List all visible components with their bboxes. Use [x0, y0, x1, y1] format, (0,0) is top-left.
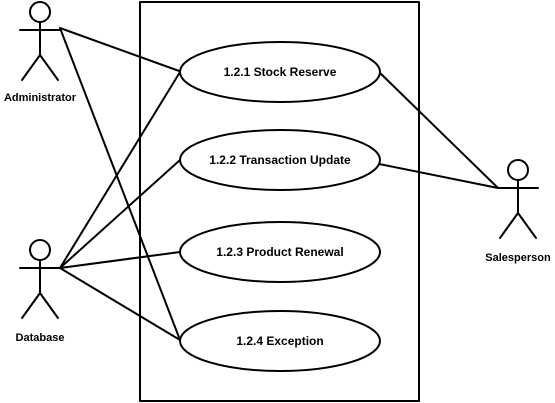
stick-figure-icon — [19, 1, 61, 81]
assoc-database-transaction-update — [59, 159, 181, 269]
use-case-stock-reserve[interactable]: 1.2.1 Stock Reserve — [179, 41, 381, 103]
use-case-label: 1.2.4 Exception — [236, 334, 323, 348]
actor-label: Database — [16, 332, 65, 344]
assoc-administrator-exception — [59, 27, 181, 341]
actor-administrator[interactable]: Administrator — [4, 1, 77, 104]
stick-figure-icon — [497, 159, 539, 239]
use-case-transaction-update[interactable]: 1.2.2 Transaction Update — [179, 129, 381, 191]
use-case-label: 1.2.3 Product Renewal — [216, 245, 343, 259]
actor-database[interactable]: Database — [16, 239, 65, 344]
system-boundary — [139, 1, 420, 402]
stick-figure-icon — [19, 239, 61, 319]
use-case-label: 1.2.1 Stock Reserve — [224, 65, 337, 79]
assoc-administrator-stock-reserve — [59, 27, 183, 73]
use-case-exception[interactable]: 1.2.4 Exception — [179, 310, 381, 372]
actor-label: Salesperson — [485, 252, 551, 264]
assoc-salesperson-transaction-update — [378, 163, 499, 189]
assoc-database-stock-reserve — [59, 71, 181, 269]
assoc-salesperson-stock-reserve — [378, 71, 499, 189]
actor-label: Administrator — [4, 92, 77, 104]
use-case-label: 1.2.2 Transaction Update — [209, 153, 351, 167]
assoc-database-exception — [59, 267, 181, 341]
associations — [59, 27, 499, 341]
actor-salesperson[interactable]: Salesperson — [485, 159, 551, 264]
assoc-database-product-renewal — [59, 251, 181, 269]
use-case-product-renewal[interactable]: 1.2.3 Product Renewal — [179, 221, 381, 283]
